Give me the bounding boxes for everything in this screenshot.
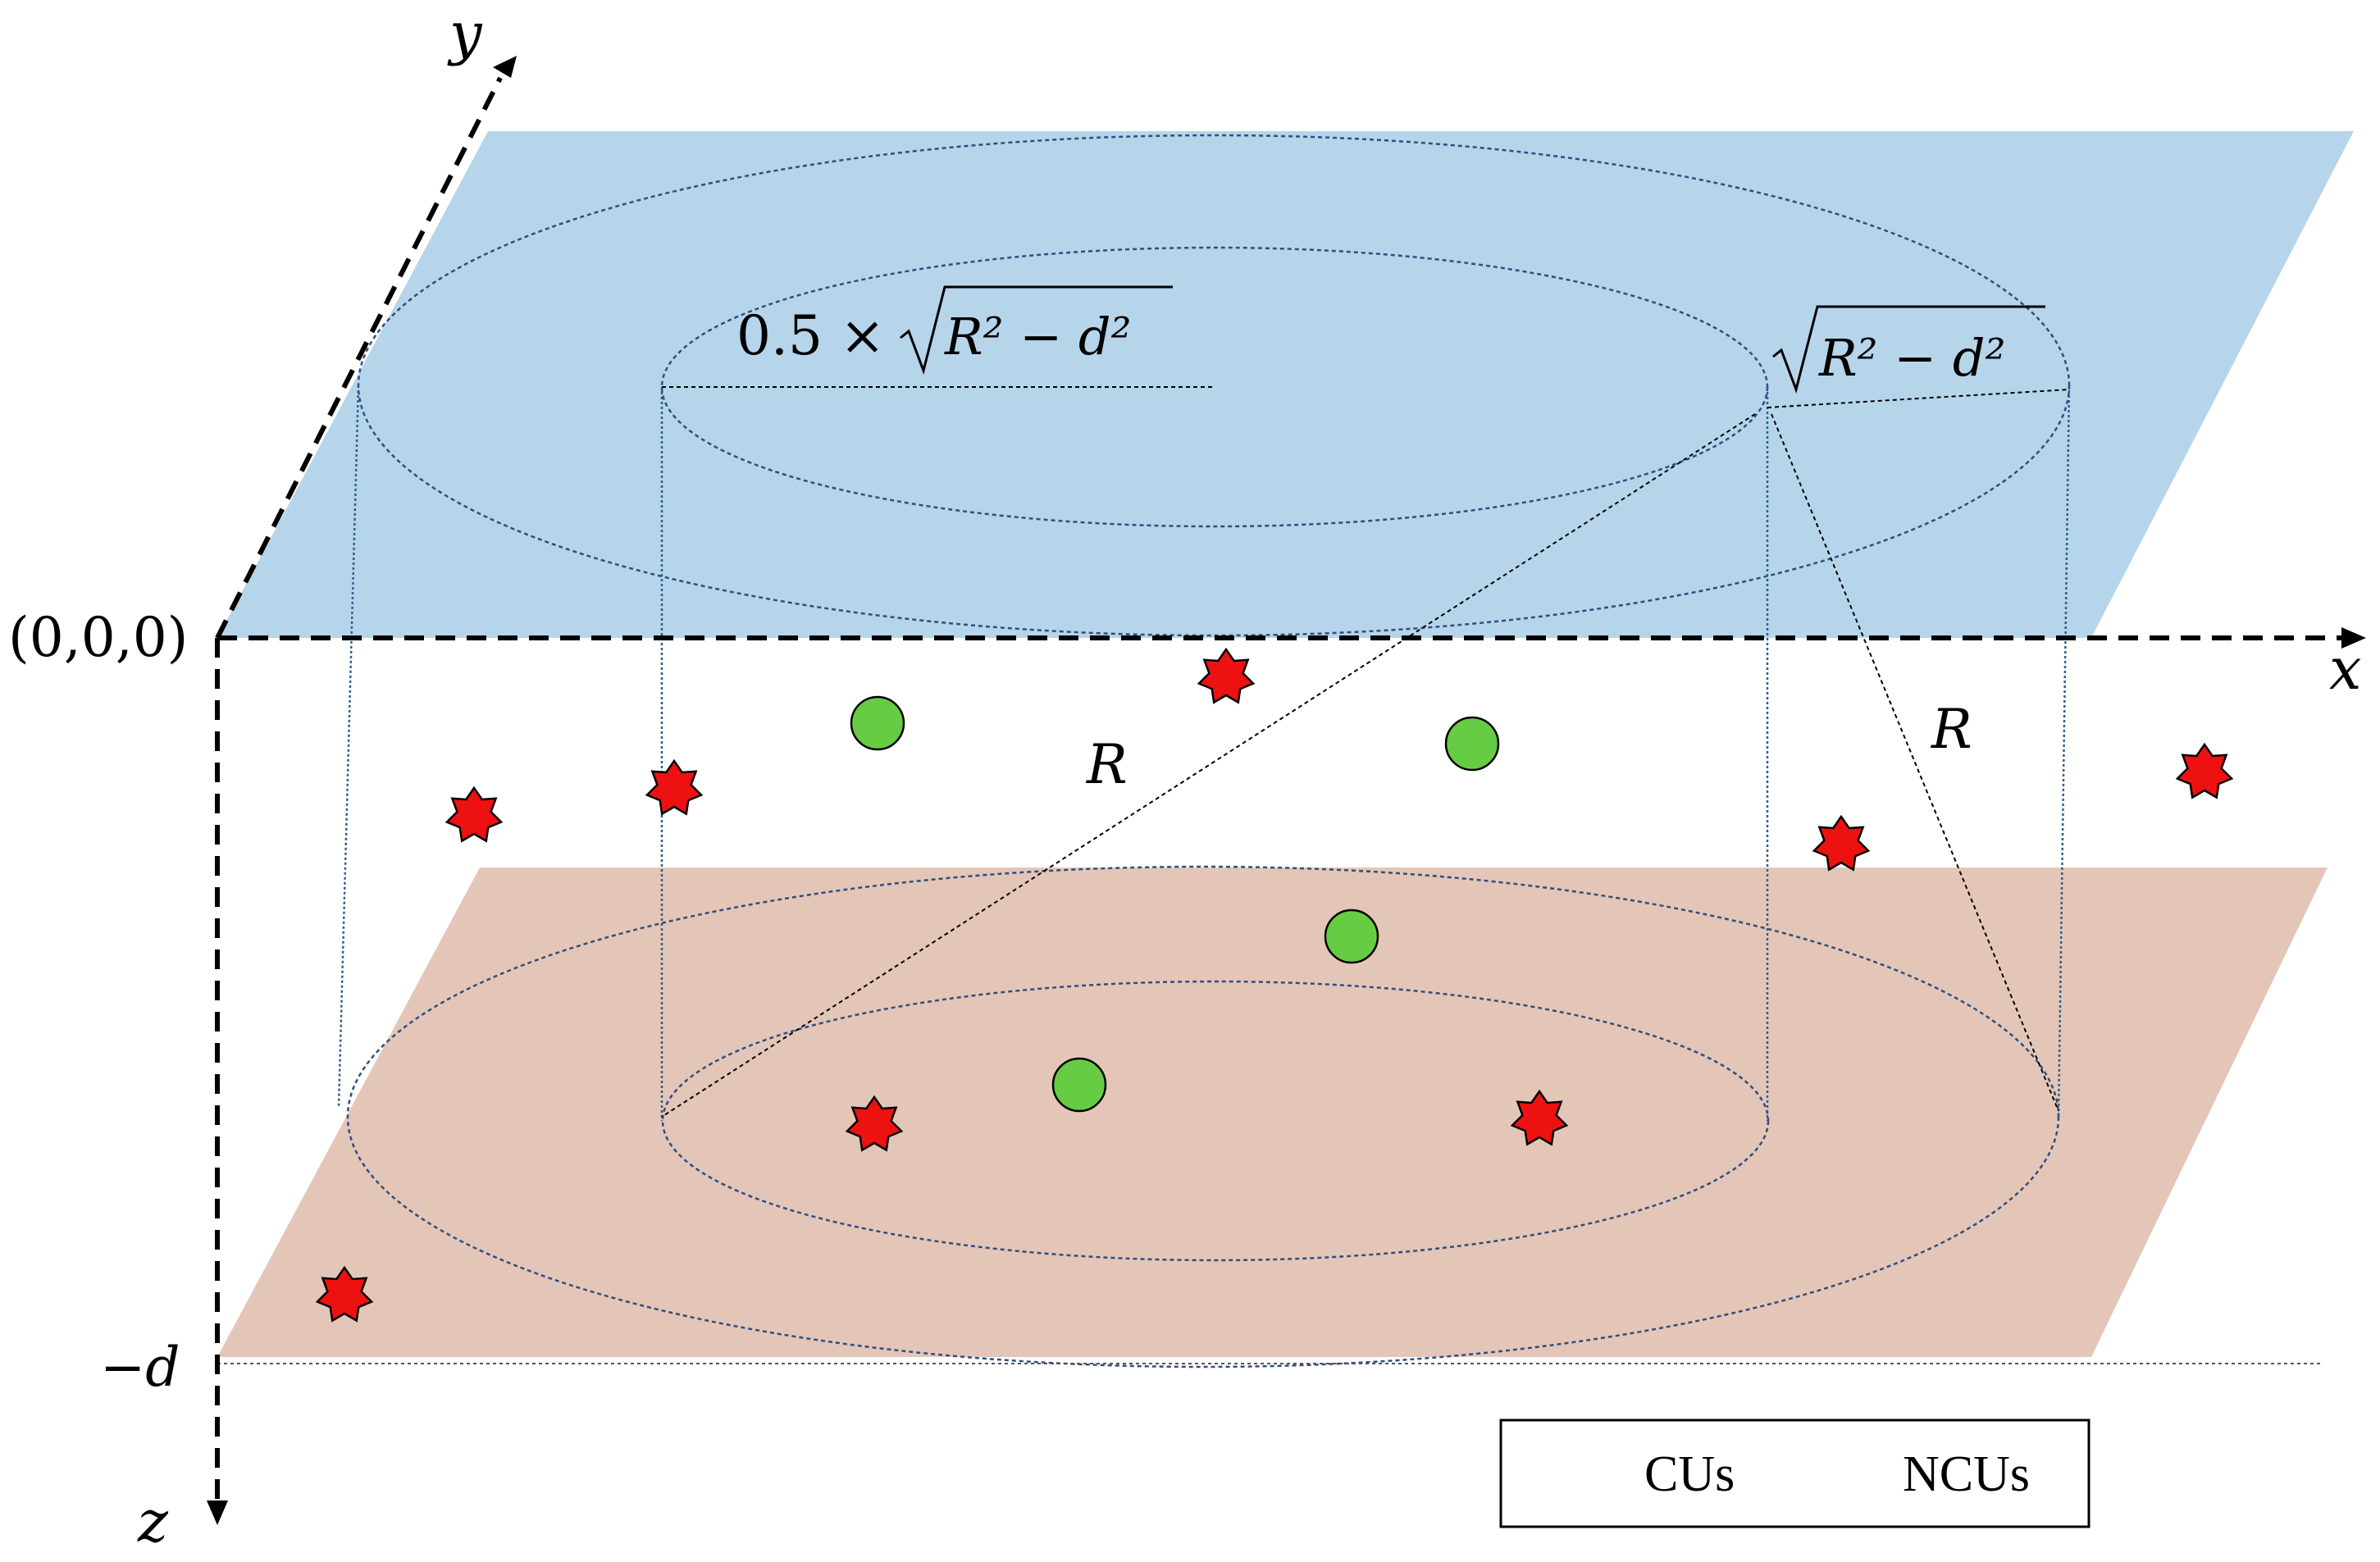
cu-marker (1324, 909, 1379, 964)
y-axis-arrowhead (493, 56, 517, 78)
legend-box (1499, 1419, 2090, 1528)
legend: CUs NCUs (1499, 1419, 2090, 1528)
depth-label: −d (100, 1336, 180, 1399)
ncu-marker (445, 786, 503, 842)
x-axis-label: x (2329, 635, 2361, 703)
z-axis-label: z (137, 1488, 169, 1555)
inner-radius-expr: R² − d² (944, 307, 1131, 367)
top-plane (217, 131, 2354, 638)
cu-marker (850, 695, 905, 751)
bottom-plane (217, 868, 2328, 1357)
outer-ellipse-bottom (346, 865, 2060, 1368)
legend-label-cus: CUs (1644, 1446, 1735, 1502)
outer-radius-expr: R² − d² (1818, 328, 2005, 388)
slant-line-outer (1771, 413, 2059, 1112)
y-axis-label: y (447, 0, 483, 67)
origin-label: (0,0,0) (8, 606, 188, 669)
inner-radius-prefix: 0.5 × (736, 304, 885, 367)
outer-radius-line (1767, 389, 2070, 408)
legend-label-ncus: NCUs (1903, 1446, 2030, 1502)
ncu-marker (2176, 743, 2233, 799)
cu-marker (1444, 716, 1500, 772)
axes (207, 56, 2366, 1525)
ncu-marker (645, 759, 703, 815)
slant-label-right: R (1931, 698, 1972, 761)
inner-sqrt-sign (900, 285, 1173, 376)
x-axis-arrowhead (2341, 627, 2366, 649)
slant-label-left: R (1086, 733, 1128, 796)
slant-line-inner (661, 413, 1756, 1118)
cylinder-vertical-lines (337, 385, 2071, 1121)
y-axis (215, 76, 503, 640)
ncu-marker (1197, 648, 1255, 704)
z-axis-arrowhead (207, 1501, 228, 1525)
outer-sqrt-sign (1772, 305, 2045, 394)
ncu-marker (1812, 815, 1870, 871)
cu-marker (1051, 1057, 1107, 1113)
